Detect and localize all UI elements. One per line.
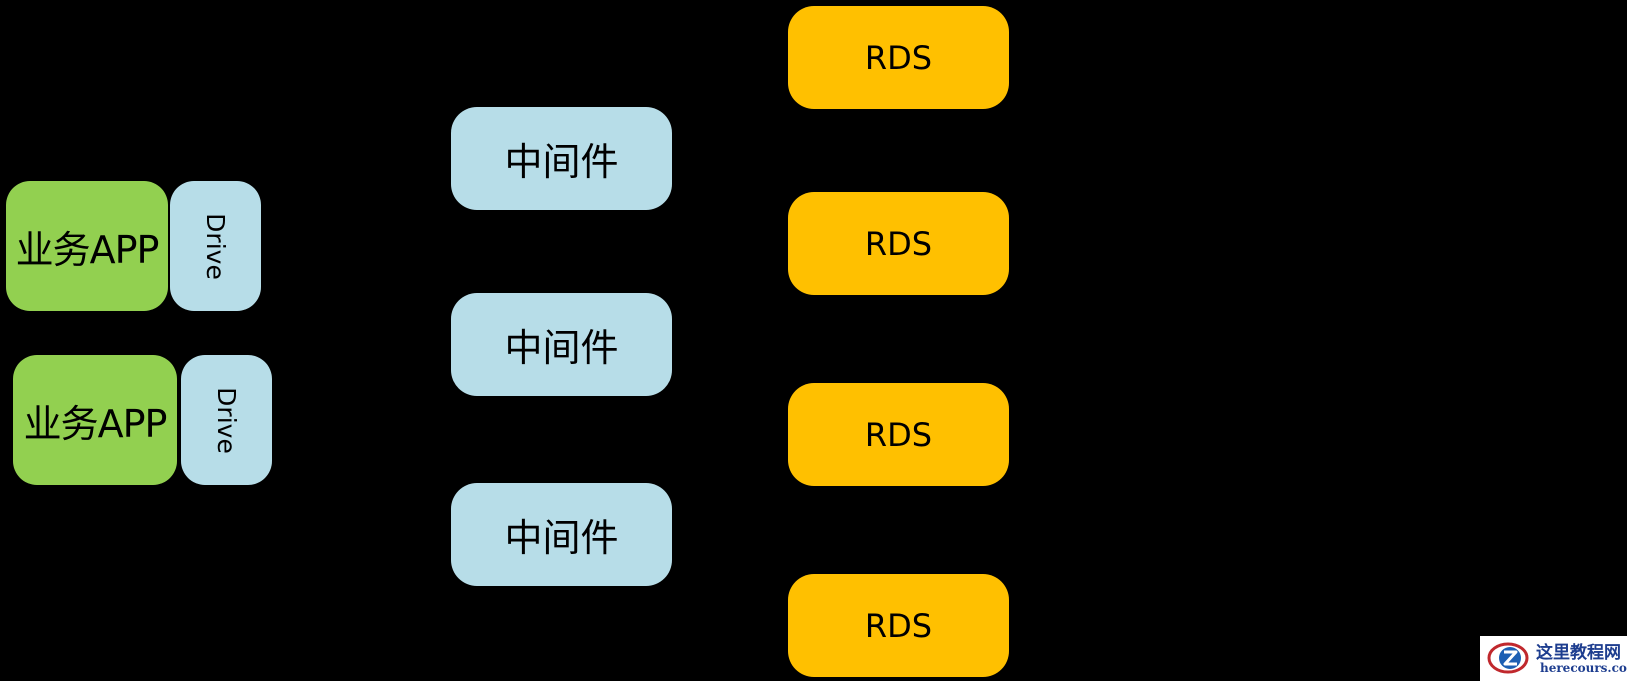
driver-1-label: Drive [201,212,230,280]
middleware-2-label: 中间件 [504,326,619,370]
watermark-logo: 这里教程网 herecours.com [1480,636,1627,681]
driver-1: Drive [170,181,261,311]
business-app-1-label: 业务APP [15,227,160,272]
rds-1-label: RDS [864,38,933,77]
rds-4-label: RDS [864,606,933,645]
middleware-2: 中间件 [451,293,672,396]
middleware-1-label: 中间件 [504,140,619,184]
rds-2: RDS [788,192,1009,295]
logo-z-icon [1487,642,1529,674]
middleware-3-label: 中间件 [504,516,619,560]
rds-4: RDS [788,574,1009,677]
rds-3-label: RDS [864,415,933,454]
middleware-3: 中间件 [451,483,672,586]
driver-2-label: Drive [212,386,241,454]
middleware-1: 中间件 [451,107,672,210]
watermark-title: 这里教程网 [1536,643,1621,663]
rds-3: RDS [788,383,1009,486]
business-app-1: 业务APP [6,181,168,311]
rds-2-label: RDS [864,224,933,263]
watermark-url: herecours.com [1540,661,1627,675]
business-app-2: 业务APP [13,355,177,485]
driver-2: Drive [181,355,272,485]
business-app-2-label: 业务APP [23,401,168,446]
rds-1: RDS [788,6,1009,109]
